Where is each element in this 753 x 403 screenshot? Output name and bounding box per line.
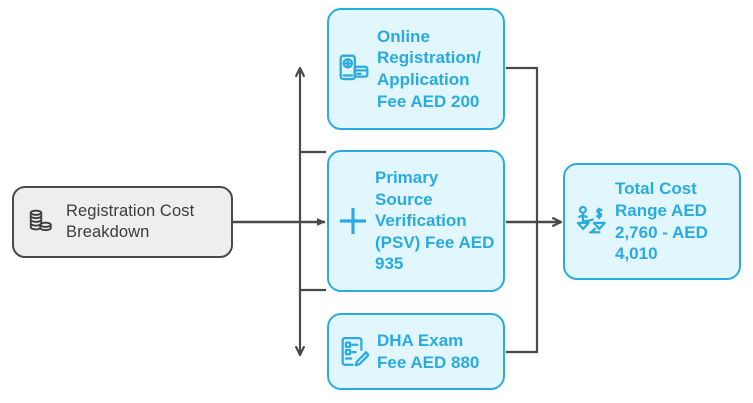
node-online-registration-fee[interactable]: Online Registration/ Application Fee AED… [327,8,505,130]
node-total-cost-range[interactable]: Total Cost Range AED 2,760 - AED 4,010 [563,163,741,280]
form-pencil-icon [337,335,371,369]
coins-stack-icon [26,207,56,237]
node-start-label: Registration Cost Breakdown [66,202,195,241]
mobile-payment-icon [337,52,371,86]
balance-scale-dollar-icon [573,204,609,240]
node-registration-cost-breakdown[interactable]: Registration Cost Breakdown [12,186,233,258]
node-dha-exam-fee[interactable]: DHA Exam Fee AED 880 [327,313,505,390]
node-online-label: Online Registration/ Application Fee AED… [377,26,481,111]
node-psv-fee[interactable]: Primary Source Verification (PSV) Fee AE… [327,150,505,292]
node-dha-label: DHA Exam Fee AED 880 [377,330,480,372]
edge-online-to-total [506,66,539,222]
node-psv-label: Primary Source Verification (PSV) Fee AE… [375,168,495,274]
node-total-label: Total Cost Range AED 2,760 - AED 4,010 [615,179,708,264]
edge-dha-to-total [506,222,539,354]
plus-icon [333,201,373,241]
